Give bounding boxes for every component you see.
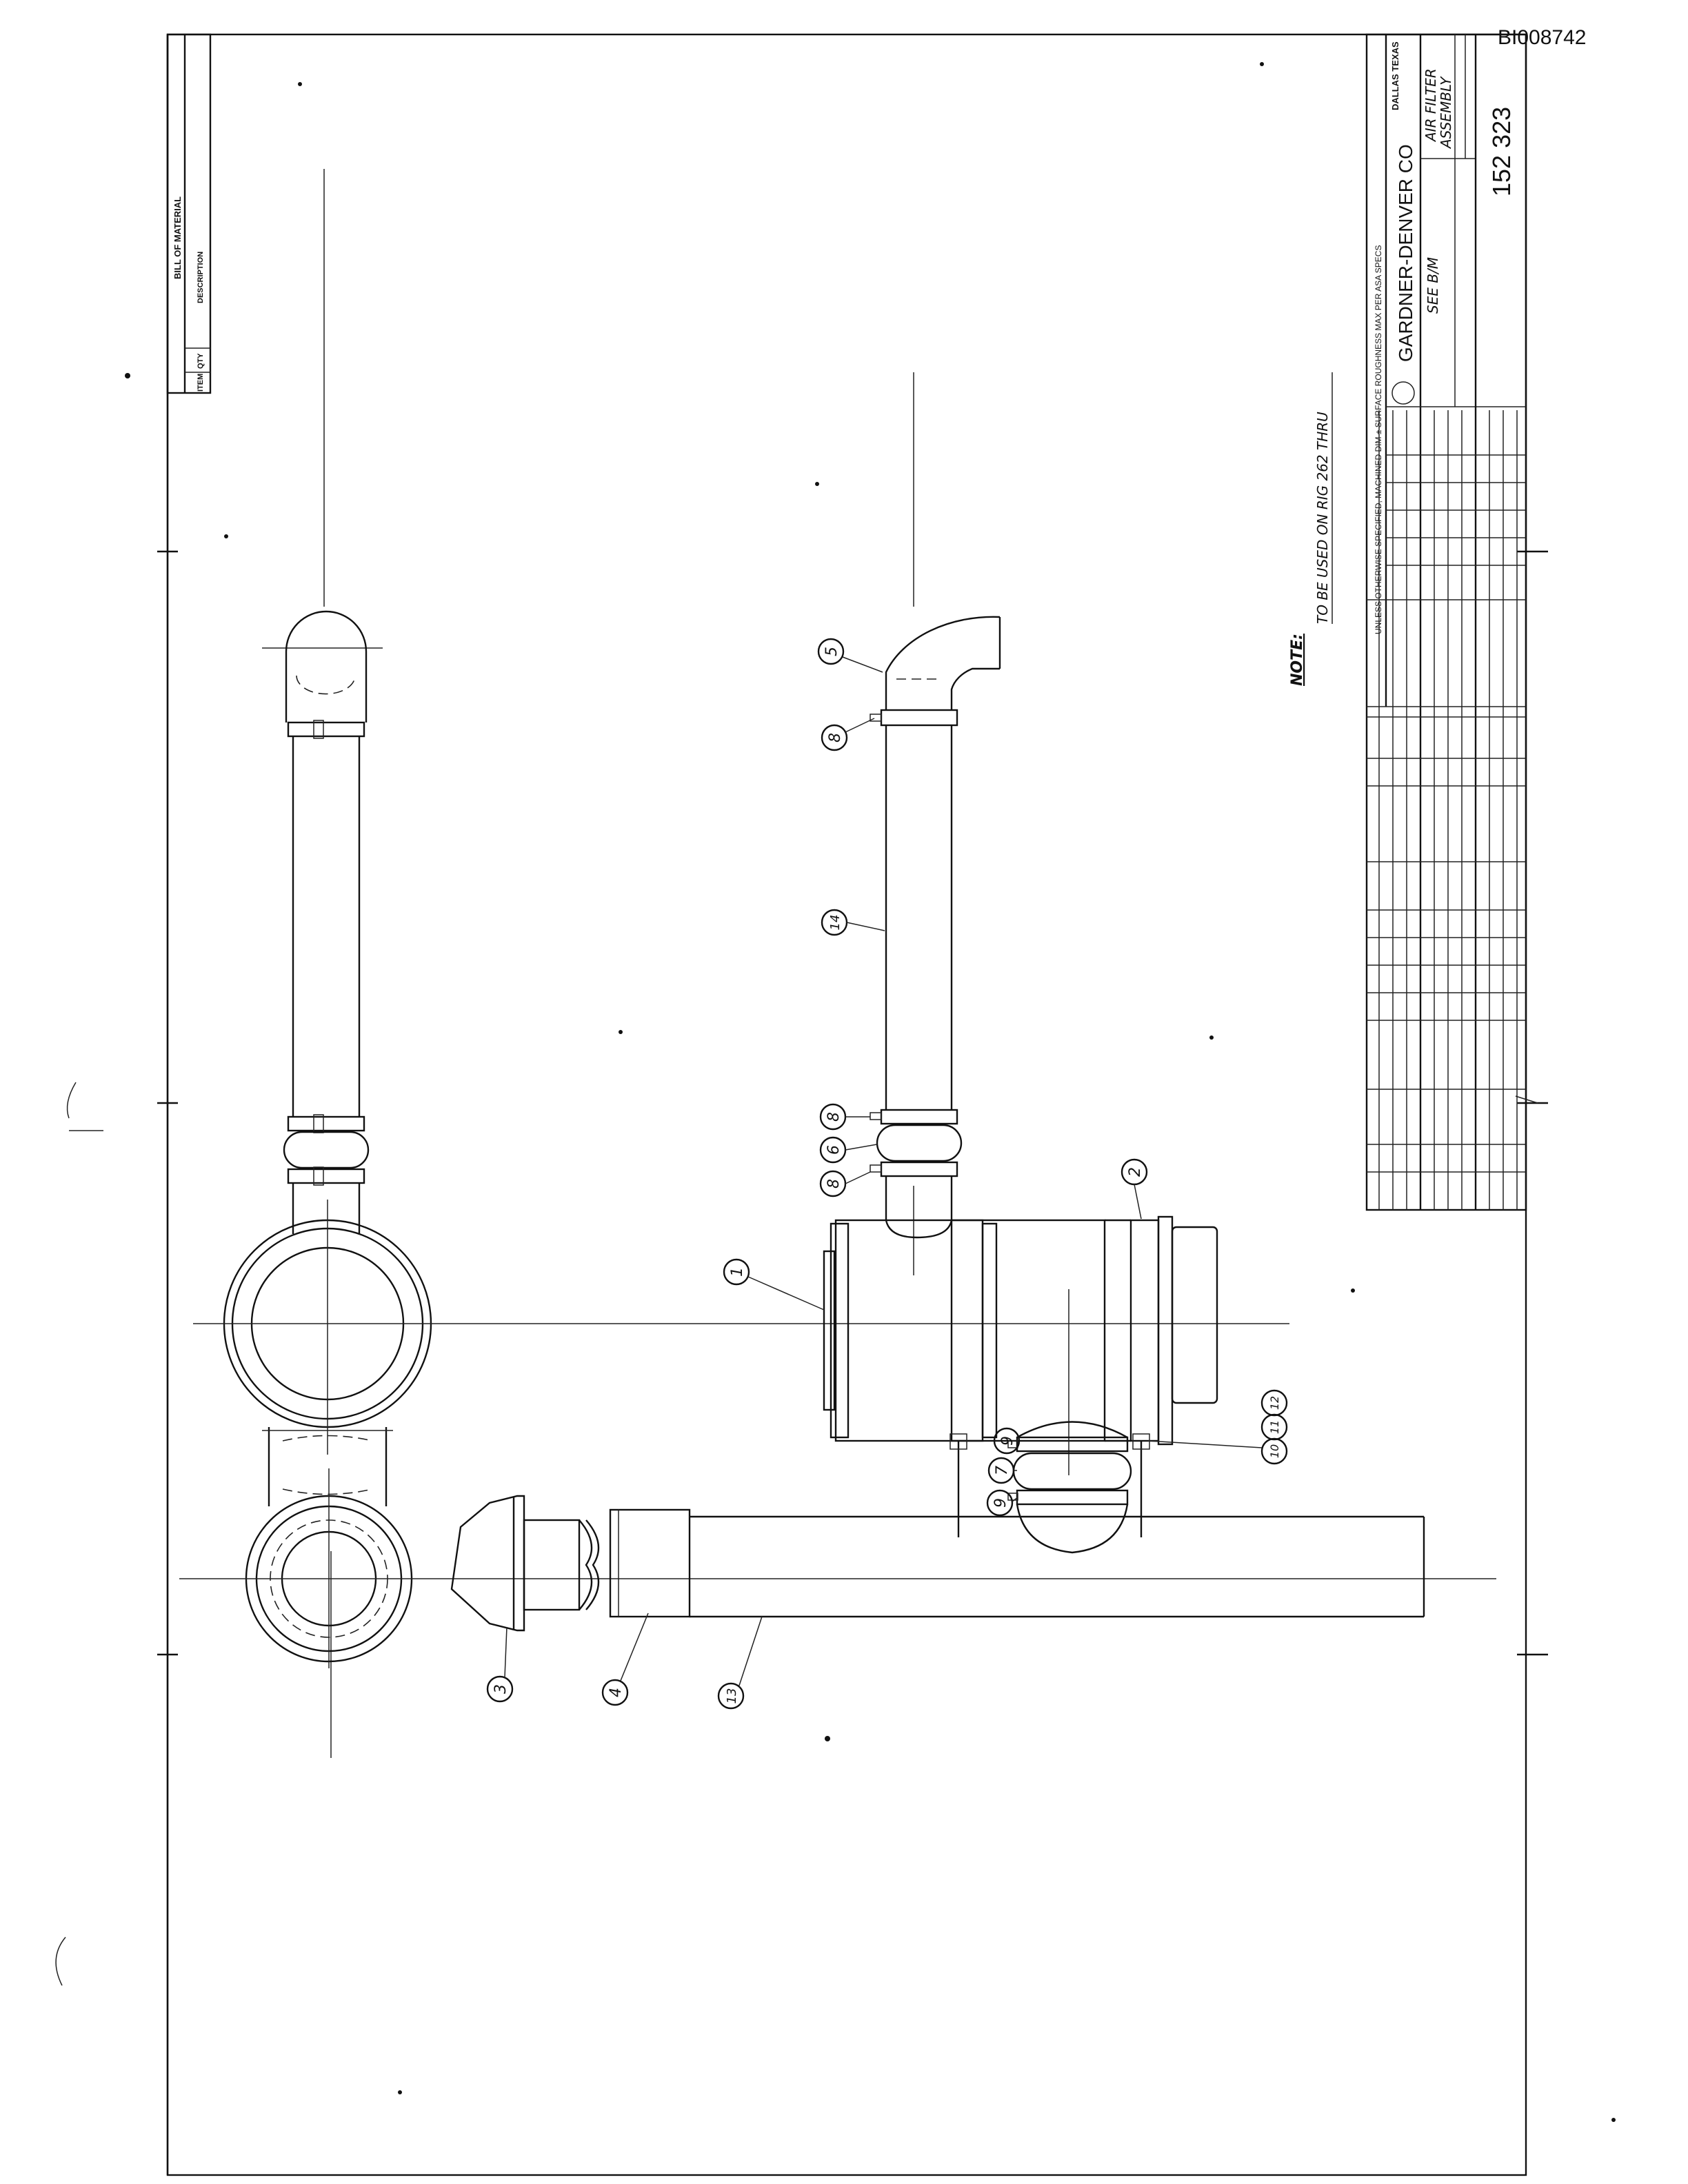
- callout-3: 3: [492, 1684, 510, 1694]
- bom-col-description: DESCRIPTION: [197, 252, 205, 303]
- drawing-border: [166, 33, 1527, 2176]
- drawing-title-2: ASSEMBLY: [1438, 76, 1454, 150]
- callouts: 5 8 14 8 6 8 2 1 12 11 10: [486, 638, 1288, 1710]
- callout-14: 14: [828, 915, 843, 931]
- callout-8-low: 8: [825, 1179, 843, 1189]
- note-text: TO BE USED ON RIG 262 THRU: [1314, 412, 1331, 624]
- spec-line: UNLESS OTHERWISE SPECIFIED, MACHINED DIM…: [1374, 245, 1383, 634]
- callout-11: 11: [1268, 1420, 1281, 1434]
- callout-1: 1: [729, 1267, 746, 1277]
- end-view: [179, 169, 1496, 1758]
- see-bom: SEE B/M: [1425, 257, 1441, 314]
- callout-4: 4: [607, 1688, 625, 1697]
- bill-of-material: BILL OF MATERIAL ITEM QTY DESCRIPTION: [166, 33, 212, 394]
- drawing-number: 152 323: [1487, 107, 1516, 196]
- callout-9-top: 9: [999, 1436, 1016, 1446]
- revision-grid: [1367, 410, 1526, 1210]
- callout-8-mid: 8: [825, 1112, 843, 1122]
- callout-9-low: 9: [992, 1498, 1009, 1508]
- callout-12: 12: [1268, 1396, 1281, 1410]
- callout-6: 6: [825, 1145, 843, 1155]
- company-location: DALLAS TEXAS: [1390, 41, 1400, 110]
- callout-8-top: 8: [827, 733, 844, 742]
- note-label: NOTE:: [1289, 634, 1306, 686]
- callout-5: 5: [823, 647, 841, 656]
- document-id: BI008742: [1498, 26, 1586, 49]
- callout-13: 13: [725, 1688, 739, 1704]
- title-block: UNLESS OTHERWISE SPECIFIED, MACHINED DIM…: [1365, 33, 1538, 1211]
- company-name: GARDNER-DENVER CO: [1395, 144, 1416, 362]
- bom-col-qty: QTY: [197, 353, 205, 369]
- scan-specks: [55, 62, 1616, 2122]
- drawing-title-1: AIR FILTER: [1423, 68, 1439, 143]
- callout-7: 7: [994, 1466, 1011, 1475]
- border-ticks: [157, 550, 1548, 1656]
- bom-title: BILL OF MATERIAL: [172, 196, 183, 279]
- side-view: [450, 372, 1425, 1632]
- callout-2: 2: [1127, 1167, 1144, 1177]
- note: NOTE: TO BE USED ON RIG 262 THRU: [1289, 372, 1333, 686]
- bom-col-item: ITEM: [197, 374, 205, 392]
- callout-10: 10: [1268, 1444, 1281, 1458]
